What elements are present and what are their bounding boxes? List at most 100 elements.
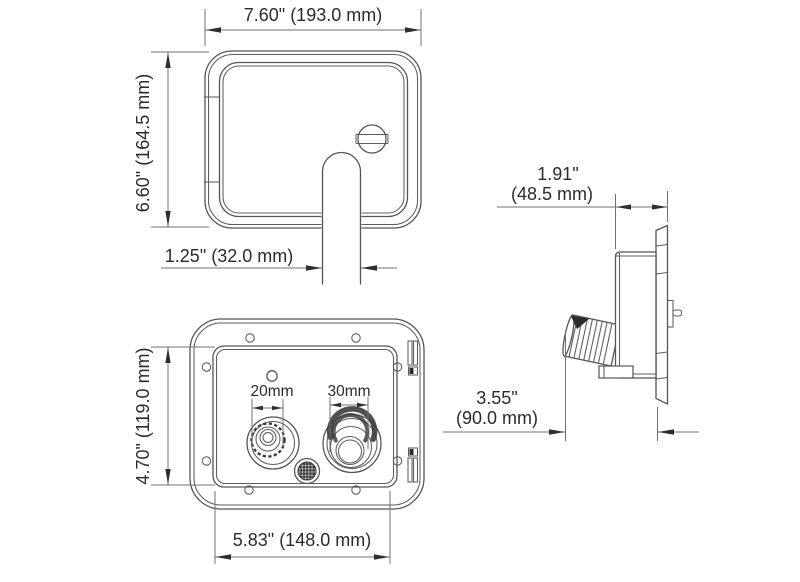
open-height-dimension: 4.70" (119.0 mm): [133, 346, 215, 486]
open-view: [189, 318, 425, 510]
front-view: [204, 50, 422, 285]
large-port-fitting: [322, 406, 382, 474]
arrowhead: [272, 405, 283, 411]
front-height-label: 6.60" (164.5 mm): [133, 74, 153, 212]
small-port-label: 20mm: [250, 383, 293, 400]
arrowhead: [616, 204, 631, 210]
open-width-dimension: 5.83" (148.0 mm): [214, 491, 391, 564]
nipple-bore: [262, 431, 274, 444]
clip-slot: [412, 457, 419, 483]
cutout-mask: [321, 160, 362, 231]
arrowhead: [252, 405, 263, 411]
arrowhead: [165, 52, 171, 68]
clip-slot: [407, 340, 413, 366]
screw-hole: [392, 456, 403, 466]
cutout-width-label: 1.25" (32.0 mm): [165, 246, 293, 266]
arrowhead: [205, 27, 221, 33]
flange-tick: [655, 351, 668, 355]
screw-hole: [201, 456, 212, 466]
pan-pilot-hole: [266, 370, 278, 382]
screw-hole: [351, 485, 361, 495]
arrowhead: [215, 554, 231, 560]
small-port-fitting: [246, 416, 300, 470]
edge-clip-top: [407, 340, 419, 376]
arrowhead: [165, 347, 171, 363]
clip-slot: [407, 457, 413, 483]
side-depth-dimension: 1.91" (48.5 mm): [497, 164, 668, 249]
flange-inner-line: [193, 322, 421, 506]
hose-bore-outer: [335, 435, 365, 466]
screw-hole: [392, 362, 403, 372]
hose-rib: [592, 321, 603, 363]
side-total-depth-label-mm: (90.0 mm): [456, 408, 538, 428]
hose-rib: [583, 319, 593, 361]
door-panel-inner-line: [222, 65, 405, 214]
large-port-dimension: 30mm: [327, 383, 371, 452]
hose-inner-shading: [331, 413, 370, 443]
corrugated-hose: [562, 314, 621, 367]
nipple-bore-outer: [259, 428, 277, 447]
side-depth-label-mm: (48.5 mm): [511, 184, 593, 204]
small-port-dimension: 20mm: [250, 383, 294, 449]
front-width-label: 7.60" (193.0 mm): [244, 5, 382, 25]
outer-frame: [204, 50, 422, 229]
arrowhead: [658, 429, 674, 435]
breather-vent: [293, 457, 321, 485]
arrowhead: [330, 402, 341, 408]
arrowhead: [306, 265, 322, 271]
clip-block: [407, 366, 419, 376]
side-depth-label-in: 1.91": [537, 164, 578, 184]
latch-screw: [357, 124, 387, 154]
hose-rib: [578, 317, 589, 360]
screw-hole: [201, 362, 212, 372]
clip-block: [407, 447, 419, 457]
flange-outer: [189, 318, 425, 510]
edge-clip-bottom: [407, 447, 419, 483]
vent-ring: [293, 457, 321, 485]
clip-block-fill: [409, 449, 414, 455]
hose-rib: [597, 322, 608, 364]
arrowhead: [374, 554, 390, 560]
arrowhead: [405, 27, 421, 33]
door-panel: [218, 61, 409, 218]
port-ring-inner: [326, 417, 378, 470]
hose-bore: [337, 439, 363, 464]
cutout-width-dimension: 1.25" (32.0 mm): [161, 246, 397, 271]
open-height-label: 4.70" (119.0 mm): [133, 347, 153, 484]
port-ring: [246, 416, 300, 470]
arrowhead: [361, 265, 377, 271]
large-port-label: 30mm: [327, 383, 370, 400]
hose-shadow-wedge: [570, 315, 590, 330]
arrowhead: [165, 469, 171, 485]
side-total-depth-label-in: 3.55": [476, 388, 517, 408]
flange-tick: [655, 243, 668, 247]
hose-rib: [602, 323, 613, 365]
latch-pin-side: [672, 309, 683, 317]
clip-block-fill: [409, 368, 414, 374]
arrowhead: [652, 204, 667, 210]
screw-hole: [244, 485, 254, 495]
flange-tick: [655, 271, 668, 275]
hose-rib: [588, 320, 598, 362]
side-total-depth-dimension: 3.55" (90.0 mm): [443, 333, 699, 441]
screw-hole: [245, 333, 255, 343]
front-width-dimension: 7.60" (193.0 mm): [204, 5, 422, 46]
vent-mesh: [297, 461, 317, 481]
flange-tick: [655, 376, 668, 380]
hose-cutout: [321, 151, 362, 285]
open-width-label: 5.83" (148.0 mm): [233, 530, 371, 550]
arrowhead: [357, 402, 368, 408]
screw-hole: [351, 333, 361, 343]
front-height-dimension: 6.60" (164.5 mm): [133, 51, 209, 228]
clip-slot: [412, 340, 419, 366]
side-view: [562, 224, 683, 406]
arrowhead: [165, 211, 171, 227]
side-housing: [614, 251, 657, 379]
recessed-pan: [212, 345, 398, 488]
housing-step: [598, 365, 634, 379]
arrowhead: [549, 429, 565, 435]
threaded-nipple: [255, 426, 281, 452]
latch-block-side: [666, 299, 674, 328]
